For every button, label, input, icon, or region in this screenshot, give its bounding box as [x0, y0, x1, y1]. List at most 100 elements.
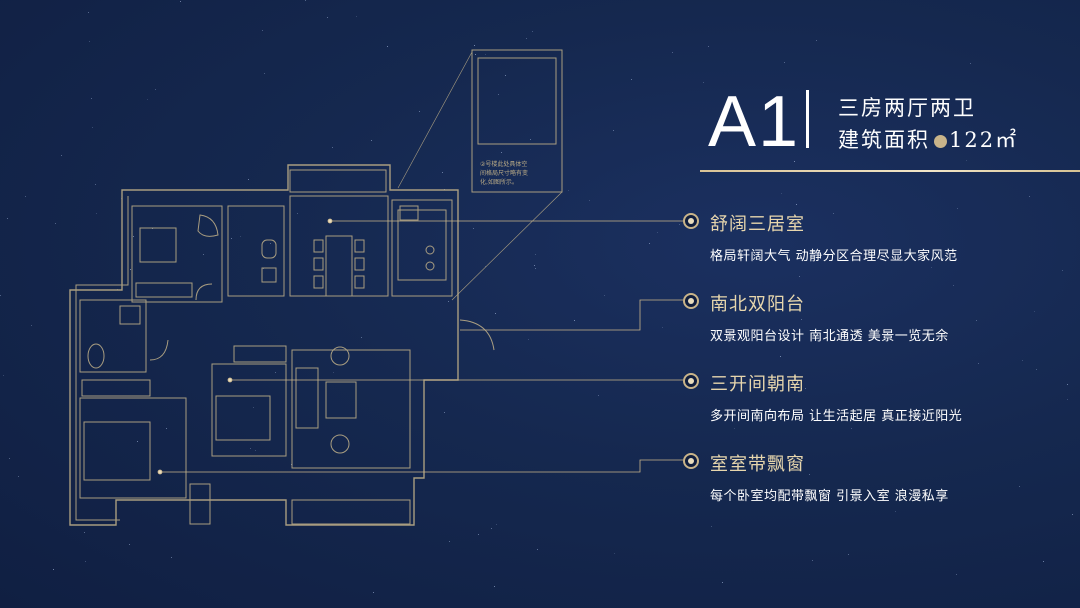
star — [333, 372, 334, 373]
star — [255, 450, 256, 451]
star — [155, 89, 156, 90]
leader-dot-1 — [327, 218, 333, 224]
star — [1067, 384, 1068, 385]
star — [535, 268, 536, 269]
plan-wardrobe-second — [233, 345, 287, 363]
plan-bed-master — [83, 421, 151, 481]
star — [574, 320, 575, 321]
star — [1062, 270, 1063, 271]
area-value: 122 — [949, 128, 996, 152]
star — [7, 218, 8, 219]
area-label: 建筑面积 — [838, 128, 930, 152]
plan-coffee-table — [325, 381, 357, 419]
star — [180, 1, 181, 2]
star — [264, 73, 265, 74]
star — [1043, 561, 1044, 562]
star — [1067, 399, 1068, 400]
star — [444, 412, 445, 413]
area-badge-icon — [934, 135, 947, 148]
star — [262, 30, 263, 31]
plan-sofa — [295, 367, 319, 429]
star — [809, 474, 810, 475]
plan-stove-1 — [425, 245, 435, 255]
star — [475, 54, 476, 55]
leader-dot-3 — [227, 377, 233, 383]
feature-bullet-icon — [683, 293, 699, 309]
plan-armchair-1 — [330, 346, 350, 366]
area-unit: ㎡ — [995, 128, 1019, 152]
star — [851, 428, 852, 429]
star — [978, 363, 979, 364]
feature-desc: 每个卧室均配带飘窗 引景入室 浪漫私享 — [710, 489, 949, 504]
star — [18, 476, 19, 477]
star — [305, 0, 306, 1]
star — [95, 184, 96, 185]
star — [532, 31, 533, 32]
star — [894, 108, 895, 109]
star — [494, 586, 495, 587]
title-underline — [700, 170, 1080, 172]
plan-callout-inner — [477, 57, 557, 145]
star — [528, 339, 529, 340]
star — [598, 395, 599, 396]
star — [91, 98, 92, 99]
plan-desk — [139, 227, 177, 263]
star — [203, 254, 204, 255]
star — [662, 327, 663, 328]
star — [729, 102, 730, 103]
star — [1036, 369, 1037, 370]
star — [387, 46, 388, 47]
star — [1019, 486, 1020, 487]
star — [711, 526, 712, 527]
star — [535, 254, 536, 255]
star — [534, 265, 535, 266]
star — [356, 16, 357, 17]
star — [137, 441, 138, 442]
star — [449, 541, 450, 542]
plan-living-room — [291, 349, 411, 469]
feature-title: 南北双阳台 — [710, 294, 805, 315]
star — [473, 228, 474, 229]
star — [9, 458, 10, 459]
leader-line-4 — [160, 459, 683, 473]
star — [419, 111, 420, 112]
feature-desc: 格局轩阔大气 动静分区合理尽显大家风范 — [710, 249, 958, 264]
star — [31, 325, 32, 326]
plan-callout-leader-1 — [397, 51, 473, 189]
star — [84, 532, 85, 533]
star — [631, 79, 632, 80]
star — [3, 375, 4, 376]
star — [129, 544, 130, 545]
star — [672, 52, 673, 53]
star — [270, 243, 271, 244]
star — [474, 45, 475, 46]
star — [92, 127, 93, 128]
star — [442, 172, 443, 173]
plan-balcony-south — [291, 499, 411, 525]
plan-bath-left — [79, 299, 147, 373]
feature-bullet-icon — [683, 373, 699, 389]
plan-callout-note-1: ②号楼此处具体空 — [480, 160, 527, 168]
title-divider — [806, 90, 809, 148]
plan-wardrobe-a — [135, 282, 193, 298]
star — [96, 213, 97, 214]
star — [332, 147, 333, 148]
unit-code: A1 — [708, 82, 801, 162]
plan-sink-left — [119, 305, 141, 325]
area-value-wrap: 122㎡ — [934, 124, 1018, 154]
plan-bay-window — [189, 483, 211, 525]
plan-callout-box — [471, 49, 563, 193]
leader-dot-4 — [157, 469, 163, 475]
plan-callout-note-2: 间格局尺寸略有变 — [480, 169, 528, 177]
star — [801, 319, 802, 320]
star — [491, 528, 492, 529]
plan-dining-chair-1 — [313, 239, 324, 253]
star — [970, 63, 971, 64]
plan-dining-chair-4 — [354, 239, 365, 253]
star — [327, 17, 328, 18]
star — [55, 223, 56, 224]
plan-dining-chair-2 — [313, 257, 324, 271]
feature-desc: 双景观阳台设计 南北通透 美景一览无余 — [710, 329, 949, 344]
